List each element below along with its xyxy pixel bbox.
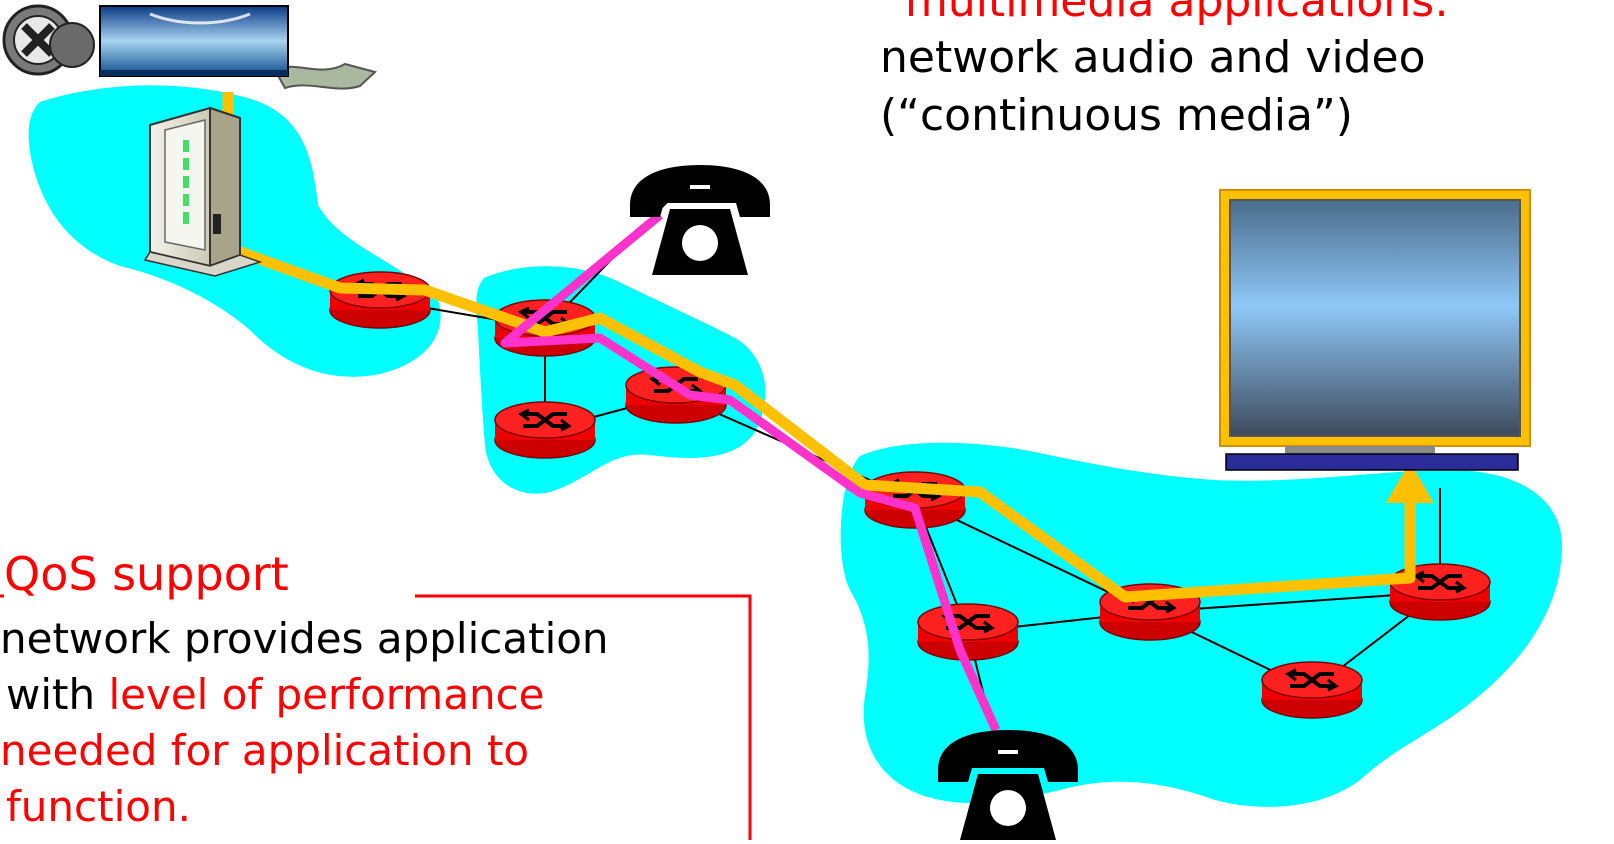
arrow-head-icon <box>1386 462 1434 503</box>
audio-stream-path <box>500 211 1001 732</box>
description-line: network audio and video <box>880 32 1426 83</box>
video-stream-path <box>218 92 1416 603</box>
description-line: (“continuous media”) <box>880 90 1353 141</box>
qos-line-segment: with <box>6 670 96 719</box>
monitor-icon <box>1219 189 1531 471</box>
qos-line-highlight: level of performance <box>108 670 545 719</box>
router-icon <box>916 602 1020 662</box>
qos-title: QoS support <box>4 546 299 602</box>
qos-line: needed for application to <box>0 726 530 775</box>
qos-line: with level of performance <box>6 668 545 722</box>
network-cloud-right <box>840 442 1562 807</box>
server-icon <box>143 106 263 277</box>
router-icon <box>328 270 432 330</box>
film-reel-icon <box>2 4 378 90</box>
qos-line: network provides application <box>0 614 609 663</box>
heading-partial: multimedia applications: <box>905 0 1449 27</box>
router-icon <box>1260 660 1364 720</box>
router-icon <box>493 400 597 460</box>
qos-box-border <box>415 594 752 840</box>
qos-line: function. <box>6 782 191 831</box>
